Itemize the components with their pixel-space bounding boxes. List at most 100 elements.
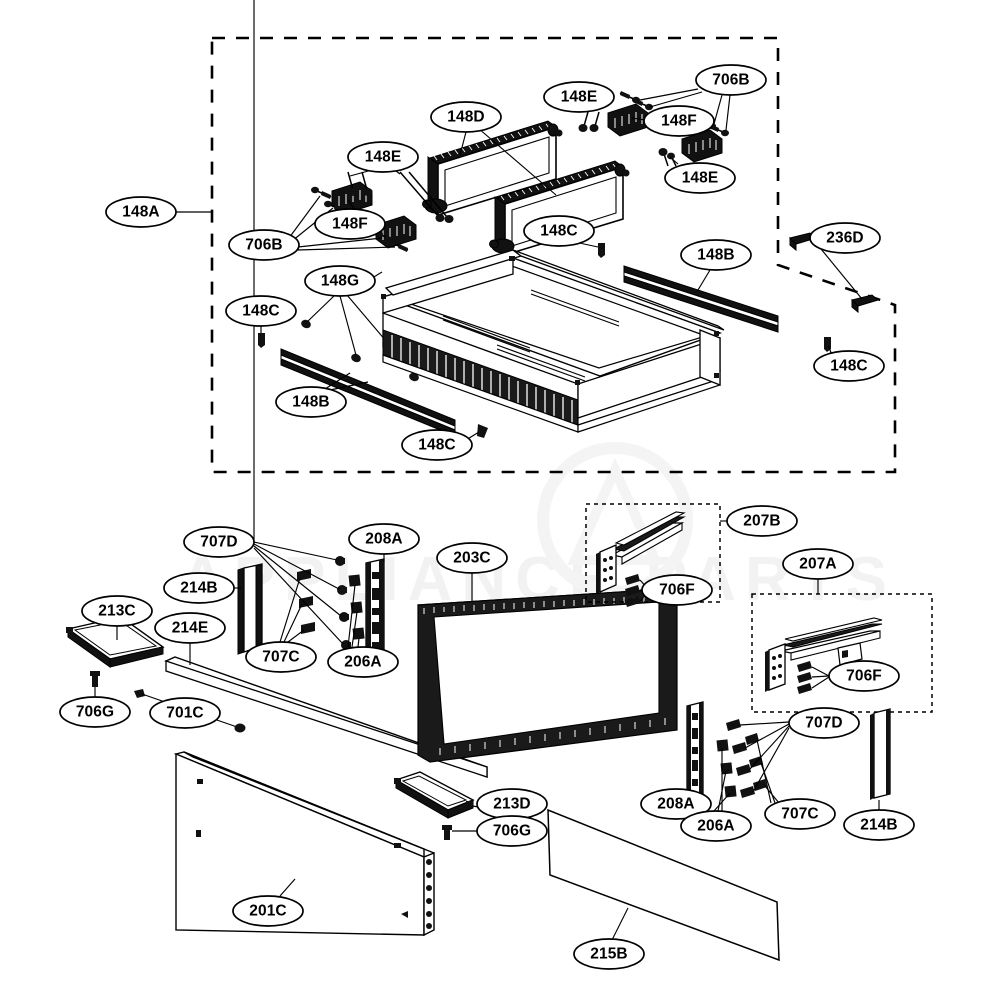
group-207B-slide-rail [585, 503, 727, 607]
callout-148E-c[interactable]: 148E [664, 162, 736, 194]
part-214E-bar [164, 643, 488, 778]
callout-214B-b[interactable]: 214B [843, 809, 915, 841]
callout-148C-b[interactable]: 148C [225, 295, 297, 327]
part-208A-bracket-right [679, 701, 704, 802]
callout-706F-b[interactable]: 706F [828, 660, 900, 692]
callout-label: 208A [365, 531, 402, 548]
callout-label: 706F [846, 668, 882, 685]
part-213D-plate [394, 771, 479, 819]
callout-label: 707D [200, 534, 237, 551]
callout-707C-a[interactable]: 707C [245, 641, 317, 673]
callout-148B-a[interactable]: 148B [680, 239, 752, 271]
part-208A-bracket-left [365, 554, 385, 665]
callout-706B-b[interactable]: 706B [228, 229, 300, 261]
callout-label: 207B [743, 513, 780, 530]
callout-214B-a[interactable]: 214B [163, 572, 235, 604]
callout-707C-b[interactable]: 707C [764, 798, 836, 830]
callout-label: 214B [860, 817, 897, 834]
callout-148D[interactable]: 148D [430, 101, 502, 133]
callout-148F-b[interactable]: 148F [314, 208, 386, 240]
part-706G-screw-left [90, 671, 100, 697]
callout-706B-a[interactable]: 706B [695, 64, 767, 96]
part-148E-pins-left [347, 171, 373, 196]
callout-207B[interactable]: 207B [726, 505, 798, 537]
callout-label: 207A [799, 556, 836, 573]
callout-layer: 148A 148E 148D 148E 706B 148F 148E 148F … [59, 64, 915, 970]
callout-label: 148E [561, 89, 598, 106]
part-201C-door-panel [173, 751, 435, 937]
callout-208A-b[interactable]: 208A [640, 788, 712, 820]
callout-201C[interactable]: 201C [232, 895, 304, 927]
callout-label: 213C [98, 603, 135, 620]
callout-148C-d[interactable]: 148C [813, 350, 885, 382]
callout-label: 148G [321, 273, 359, 290]
part-214B-strip-right [870, 708, 891, 810]
part-148D-rail-rear [422, 120, 563, 217]
part-706G-screw-right [442, 825, 478, 840]
callout-label: 148B [292, 394, 329, 411]
callout-206A-a[interactable]: 206A [327, 646, 399, 678]
callout-label: 214E [172, 620, 209, 637]
hardware-left-lower [253, 0, 365, 650]
callout-206A-b[interactable]: 206A [680, 810, 752, 842]
callout-207A[interactable]: 207A [782, 548, 854, 580]
callout-label: 208A [657, 796, 694, 813]
drawer-basket-assembly [380, 249, 725, 433]
callout-148F-a[interactable]: 148F [643, 105, 715, 137]
callout-label: 707C [262, 649, 299, 666]
callout-label: 148C [418, 437, 455, 454]
leaders-hardware-left [253, 0, 360, 648]
part-148B-rail-right [623, 265, 779, 333]
callout-701C[interactable]: 701C [149, 697, 221, 729]
callout-label: 148C [540, 223, 577, 240]
leaders-148D [459, 127, 557, 196]
part-215B-panel [547, 808, 780, 962]
hardware-cluster-left [311, 171, 454, 252]
callout-707D-b[interactable]: 707D [788, 707, 860, 739]
part-148E-pins-c [578, 111, 600, 132]
callout-213D[interactable]: 213D [476, 788, 548, 820]
part-148B-rail-left [280, 348, 456, 437]
callout-label: 706G [493, 823, 531, 840]
callout-148A[interactable]: 148A [105, 196, 177, 228]
callout-148E-a[interactable]: 148E [347, 141, 419, 173]
callout-148C-c[interactable]: 148C [401, 429, 473, 461]
part-707D-screws-right [726, 719, 755, 798]
upper-group-boundary [210, 36, 897, 474]
callout-707D-a[interactable]: 707D [183, 526, 255, 558]
callout-203C[interactable]: 203C [436, 542, 508, 574]
callout-208A-a[interactable]: 208A [348, 523, 420, 555]
callout-148C-a[interactable]: 148C [523, 215, 595, 247]
callout-148B-b[interactable]: 148B [275, 386, 347, 418]
leader-148B-left [324, 372, 369, 391]
callout-236D[interactable]: 236D [809, 222, 881, 254]
callout-label: 213D [493, 796, 530, 813]
callout-706G-b[interactable]: 706G [476, 815, 548, 847]
callout-label: 148E [365, 149, 402, 166]
callout-label: 201C [249, 903, 286, 920]
callout-label: 206A [344, 654, 381, 671]
callout-label: 206A [697, 818, 734, 835]
callout-215B[interactable]: 215B [573, 938, 645, 970]
part-148C-screws [258, 240, 833, 441]
callout-706G-a[interactable]: 706G [59, 696, 131, 728]
callout-label: 706B [712, 72, 749, 89]
callout-706F-a[interactable]: 706F [641, 574, 713, 606]
part-706F-screws-lower [797, 661, 830, 694]
leaders-hardware-right [713, 721, 790, 812]
part-203C-gasket-frame [417, 573, 678, 763]
part-206A-nuts-right [716, 739, 737, 798]
part-214B-strip-left [234, 563, 263, 655]
callout-label: 148B [697, 247, 734, 264]
callout-214E[interactable]: 214E [154, 612, 226, 644]
callout-148E-b[interactable]: 148E [543, 81, 615, 113]
callout-label: 148F [661, 113, 697, 130]
leader-148B-right [697, 269, 711, 291]
callout-label: 706F [659, 582, 695, 599]
callout-label: 203C [453, 550, 490, 567]
callout-213C[interactable]: 213C [81, 595, 153, 627]
callout-148G[interactable]: 148G [304, 265, 376, 297]
part-148F-bracket-c [607, 103, 649, 137]
callout-label: 215B [590, 946, 627, 963]
